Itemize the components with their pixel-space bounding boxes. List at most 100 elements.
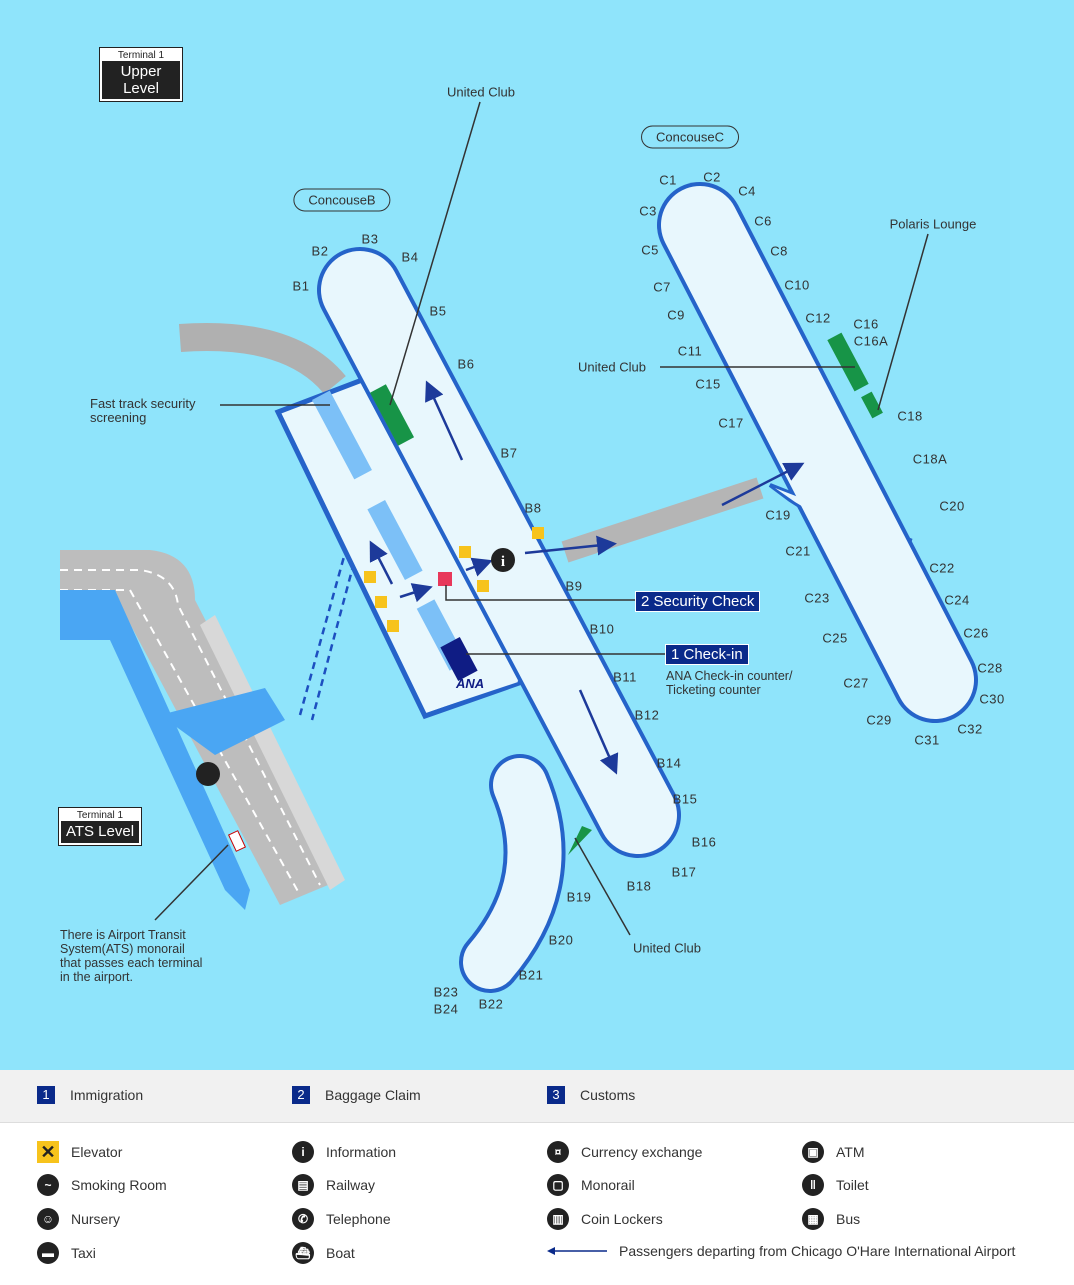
gate-label: B9 <box>565 578 583 594</box>
legend-label: ATM <box>836 1144 865 1160</box>
gate-label: B5 <box>429 303 447 319</box>
gate-label: C4 <box>738 183 756 199</box>
b-c-connector <box>561 477 764 563</box>
gate-label: C18A <box>912 451 948 467</box>
legend-label: Boat <box>326 1245 355 1261</box>
united-club-label: United Club <box>578 359 646 375</box>
gate-label: C19 <box>765 507 791 523</box>
gate-label: C23 <box>804 590 830 606</box>
legend-boat: ⛴ Boat <box>292 1242 355 1264</box>
gate-label: B21 <box>518 967 544 983</box>
gate-label: C3 <box>639 203 657 219</box>
gate-label: B4 <box>401 249 419 265</box>
gate-label: B1 <box>292 278 310 294</box>
gate-label: C18 <box>897 408 923 424</box>
fast-track-label: Fast track security screening <box>90 396 196 425</box>
legend-nursery: ☺Nursery <box>37 1208 120 1230</box>
united-club-lounge <box>369 384 415 446</box>
gate-label: C12 <box>805 310 831 326</box>
monorail-icon: ▢ <box>547 1174 569 1196</box>
gate-label: C24 <box>944 592 970 608</box>
gate-label: C30 <box>979 691 1005 707</box>
ats-note: There is Airport Transit System(ATS) mon… <box>60 928 203 984</box>
gate-label: B12 <box>634 707 660 723</box>
legend-icons: Passengers departing from Chicago O'Hare… <box>0 1123 1074 1285</box>
legend-departing: Passengers departing from Chicago O'Hare… <box>547 1243 1015 1259</box>
telephone-icon: ✆ <box>292 1208 314 1230</box>
legend-currency-exchange: ¤ Currency exchange <box>547 1141 702 1163</box>
legend-atm: ▣ ATM <box>802 1141 865 1163</box>
gate-label: C1 <box>659 172 677 188</box>
united-club-label: United Club <box>633 940 701 956</box>
legend-label: Monorail <box>581 1177 635 1193</box>
gate-label: C32 <box>957 721 983 737</box>
security-checkpoint <box>438 572 452 586</box>
currency-exchange-icon: ¤ <box>547 1141 569 1163</box>
gate-label: C7 <box>653 279 671 295</box>
legend-railway: ▤Railway <box>292 1174 375 1196</box>
legend-bus: ▦Bus <box>802 1208 860 1230</box>
boat-icon: ⛴ <box>292 1242 314 1264</box>
gate-label: B8 <box>524 500 542 516</box>
gate-label: C10 <box>784 277 810 293</box>
polaris-lounge-label: Polaris Lounge <box>889 216 977 232</box>
gate-label: B16 <box>691 834 717 850</box>
gate-label: C5 <box>641 242 659 258</box>
gate-label: C20 <box>939 498 965 514</box>
concourse-b-label: ConcouseB <box>293 188 391 212</box>
legend-coin-lockers: ▥Coin Lockers <box>547 1208 663 1230</box>
gate-label: B18 <box>626 878 652 894</box>
legend-label: Telephone <box>326 1211 391 1227</box>
taxi-icon <box>228 830 246 852</box>
gate-label: C16 <box>853 316 879 332</box>
legend-label: Toilet <box>836 1177 869 1193</box>
legend-label: Currency exchange <box>581 1144 703 1160</box>
gate-label: B6 <box>457 356 475 372</box>
arrow-left-icon <box>547 1247 607 1255</box>
gate-label: C27 <box>843 675 869 691</box>
gate-label: C15 <box>695 376 721 392</box>
legend-label: Railway <box>326 1177 376 1193</box>
gate-label: C28 <box>977 660 1003 676</box>
bus-icon <box>196 762 220 786</box>
gate-label: B2 <box>311 243 329 259</box>
gate-label: B14 <box>656 755 682 771</box>
gate-label: C8 <box>770 243 788 259</box>
smoking-room-icon: ~ <box>37 1174 59 1196</box>
check-in-label: 1 Check-in <box>665 644 749 665</box>
ana-logo: ANA <box>456 676 485 691</box>
gate-label: B15 <box>672 791 698 807</box>
taxi-icon: ▬ <box>37 1242 59 1264</box>
gate-label: B7 <box>500 445 518 461</box>
gate-label: C29 <box>866 712 892 728</box>
leader-lines <box>154 101 929 936</box>
gate-label: B22 <box>478 996 504 1012</box>
ats-level <box>60 550 345 910</box>
legend-information: i Information <box>292 1141 396 1163</box>
legend-label: Information <box>326 1144 397 1160</box>
legend-telephone: ✆ Telephone <box>292 1208 391 1230</box>
gate-label: B3 <box>361 231 379 247</box>
legend-label: Elevator <box>71 1144 123 1160</box>
legend-label: Coin Lockers <box>581 1211 663 1227</box>
elevator-icon: ✕ <box>37 1141 59 1163</box>
gate-label: B20 <box>548 932 574 948</box>
legend-label: Taxi <box>71 1245 96 1261</box>
information-icon: i <box>292 1141 314 1163</box>
united-club-label: United Club <box>447 84 515 100</box>
toilet-icon: ‖ <box>802 1174 824 1196</box>
security-check-label: 2 Security Check <box>635 591 761 612</box>
gate-label: C2 <box>703 169 721 185</box>
gate-label: C22 <box>929 560 955 576</box>
atm-icon: ▣ <box>802 1141 824 1163</box>
gate-label: B24 <box>433 1001 459 1017</box>
legend-toilet: ‖ Toilet <box>802 1174 869 1196</box>
nursery-icon: ☺ <box>37 1208 59 1230</box>
legend-elevator: ✕ Elevator <box>37 1141 122 1163</box>
legend-monorail: ▢ Monorail <box>547 1174 635 1196</box>
